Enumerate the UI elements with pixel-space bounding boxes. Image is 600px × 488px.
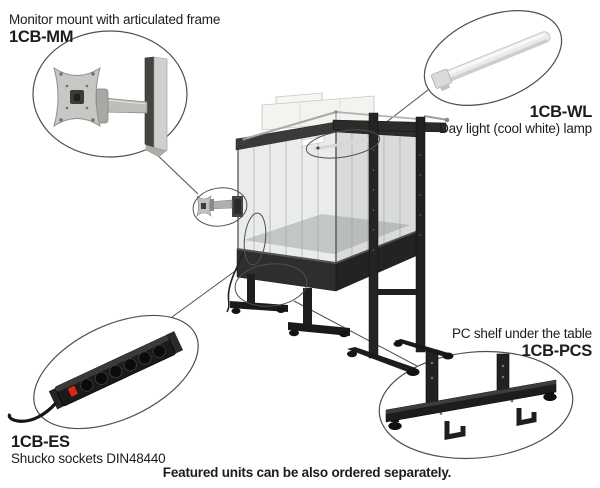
label-pc-shelf: PC shelf under the table 1CB-PCS [452, 326, 592, 360]
attachment-marker-power-strip [243, 212, 267, 266]
power-cable [7, 401, 58, 423]
power-strip-description: Shucko sockets DIN48440 [11, 451, 166, 466]
label-lamp: 1CB-WL Day light (cool white) lamp [439, 103, 592, 137]
lamp-code: 1CB-WL [529, 103, 593, 121]
lamp-description: Day light (cool white) lamp [439, 121, 592, 136]
fluorescent-lamp-illustration [431, 31, 551, 92]
clean-bench-illustration [196, 92, 454, 376]
callout-circle-power-strip [33, 314, 199, 430]
power-strip-illustration [7, 331, 184, 423]
table-legs [230, 274, 350, 338]
callout-line-pc-shelf [293, 300, 418, 367]
footer-note: Featured units can be also ordered separ… [162, 465, 452, 480]
mounted-lamp [313, 137, 373, 151]
mounted-monitor-arm [196, 195, 243, 217]
power-strip-code: 1CB-ES [11, 433, 70, 451]
glass-panel-seams [253, 132, 401, 261]
label-monitor-mount: Monitor mount with articulated frame 1CB… [9, 12, 220, 46]
attachment-marker-pc-shelf [234, 263, 308, 307]
label-power-strip: 1CB-ES Shucko sockets DIN48440 [11, 433, 166, 467]
pc-shelf-description: PC shelf under the table [451, 326, 592, 341]
support-stand [332, 112, 454, 376]
power-switch-red [67, 385, 79, 398]
hanging-cable [226, 252, 244, 313]
pc-shelf-illustration [385, 349, 557, 441]
shelf-hook [444, 421, 466, 441]
callout-circle-lamp [423, 10, 563, 106]
pc-shelf-code: 1CB-PCS [521, 341, 593, 360]
callout-circle-monitor-mount [32, 30, 188, 158]
monitor-mount-description: Monitor mount with articulated frame [9, 12, 221, 27]
attachment-marker-lamp [305, 129, 381, 159]
monitor-mount-illustration [53, 56, 168, 158]
attachment-markers [192, 129, 381, 307]
monitor-mount-code: 1CB-MM [9, 27, 74, 46]
schuko-sockets [80, 344, 166, 392]
shelf-hook [516, 408, 537, 427]
callout-circles [32, 10, 574, 460]
adjustment-holes [372, 149, 422, 251]
callout-circle-pc-shelf [378, 350, 574, 460]
attachment-marker-monitor-mount [192, 187, 248, 227]
